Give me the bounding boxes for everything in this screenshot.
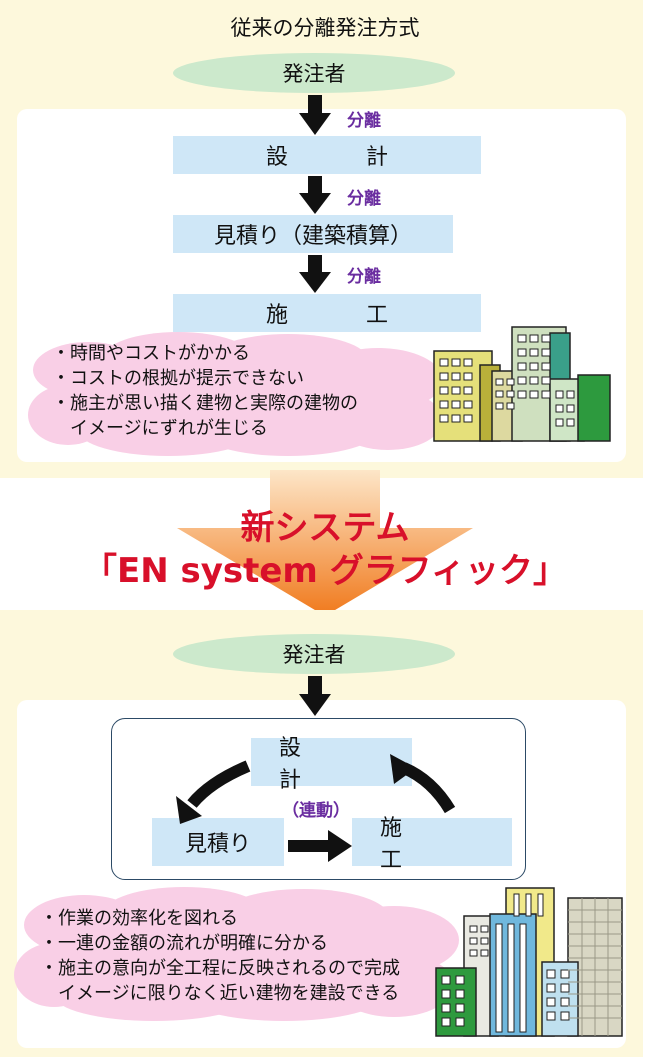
- top-title: 従来の分離発注方式: [230, 16, 420, 40]
- down-arrow-icon: [299, 95, 331, 135]
- benefit-item: ・作業の効率化を図れる: [40, 908, 238, 929]
- estimate-box-bottom: 見積り: [152, 818, 284, 866]
- separation-label-1: 分離: [347, 111, 381, 131]
- issue-item: ・施主が思い描く建物と実際の建物の: [52, 393, 358, 414]
- down-arrow-icon: [299, 255, 331, 293]
- client-ellipse-bottom: 発注者: [173, 634, 455, 674]
- construction-box-top: 施 工: [173, 294, 481, 332]
- issues-cloud-shape: [28, 332, 443, 456]
- cycle-arrows-icon: [176, 754, 456, 862]
- estimate-box-top: 見積り（建築積算）: [173, 215, 453, 253]
- buildings-illustration-top: [433, 326, 611, 442]
- linkage-label: （連動）: [282, 801, 350, 821]
- benefit-item: ・一連の金額の流れが明確に分かる: [40, 933, 328, 954]
- issue-item: ・時間やコストがかかる: [52, 343, 250, 364]
- down-arrow-icon: [299, 176, 331, 214]
- design-box-top: 設 計: [173, 136, 481, 174]
- separation-label-3: 分離: [347, 267, 381, 287]
- buildings-illustration-bottom: [435, 887, 623, 1037]
- benefits-cloud-shape: [14, 887, 459, 1021]
- client-ellipse-top: 発注者: [173, 53, 455, 93]
- transition-arrow-shape: [177, 470, 473, 616]
- issue-item: イメージにずれが生じる: [52, 418, 268, 439]
- down-arrow-icon: [299, 676, 331, 716]
- new-system-title: 新システム: [240, 508, 410, 548]
- benefit-item: ・施主の意向が全工程に反映されるので完成: [40, 958, 400, 979]
- issues-list: ・時間やコストがかかる ・コストの根拠が提示できない ・施主が思い描く建物と実際…: [52, 341, 358, 441]
- benefits-list: ・作業の効率化を図れる ・一連の金額の流れが明確に分かる ・施主の意向が全工程に…: [40, 906, 400, 1006]
- separation-label-2: 分離: [347, 189, 381, 209]
- benefit-item: イメージに限りなく近い建物を建設できる: [40, 983, 400, 1004]
- issue-item: ・コストの根拠が提示できない: [52, 368, 304, 389]
- new-system-name: 「EN system グラフィック」: [82, 551, 568, 591]
